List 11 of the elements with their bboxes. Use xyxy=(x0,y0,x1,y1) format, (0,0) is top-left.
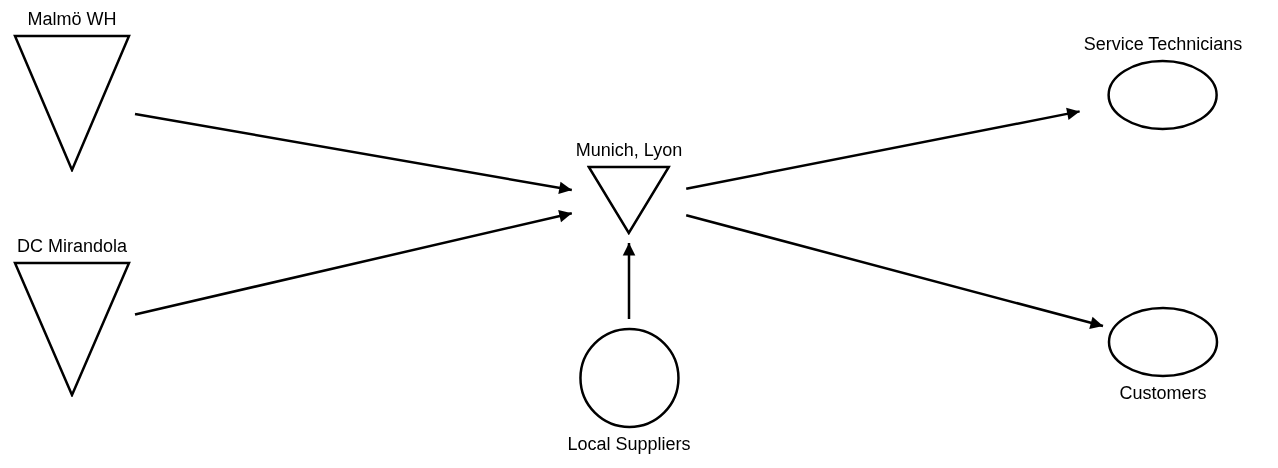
node-label: Customers xyxy=(1119,382,1207,404)
node-label: Service Technicians xyxy=(1083,33,1243,55)
arrow xyxy=(134,209,573,316)
node-label: Local Suppliers xyxy=(567,433,691,455)
node-label: DC Mirandola xyxy=(16,235,127,257)
arrow xyxy=(685,107,1080,190)
arrow xyxy=(134,112,572,195)
node-label: Malmö WH xyxy=(27,8,117,30)
node-label: Munich, Lyon xyxy=(575,139,683,161)
arrow xyxy=(685,214,1104,329)
arrow xyxy=(622,242,636,319)
